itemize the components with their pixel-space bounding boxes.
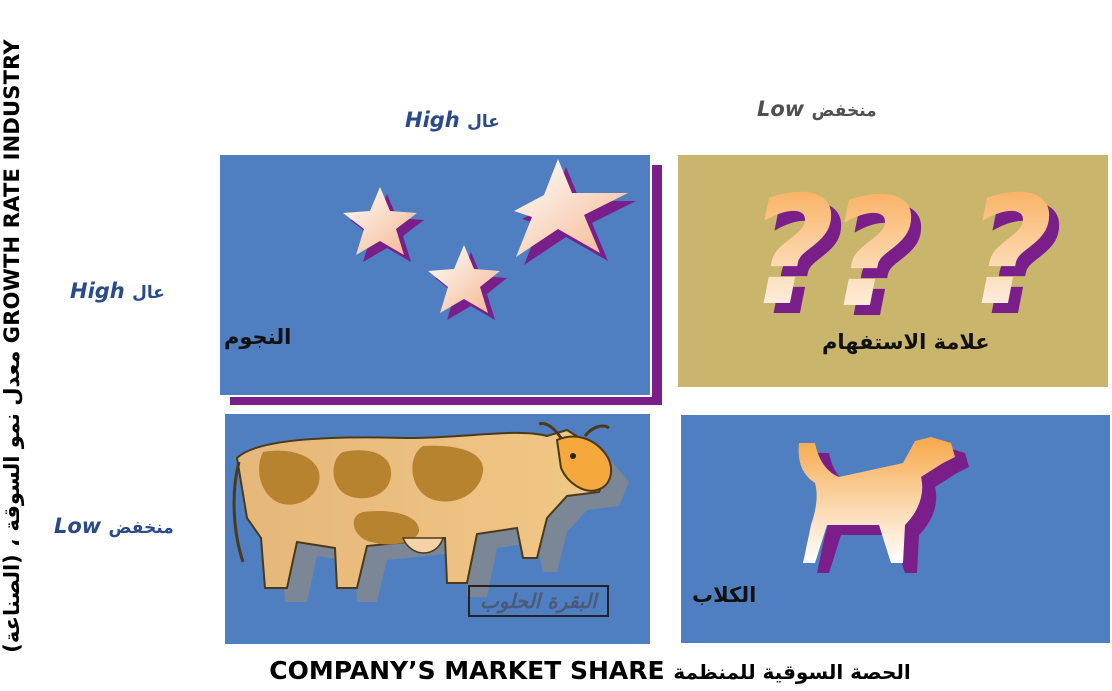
stars-label: النجوم [224, 325, 292, 349]
dog-illustration [798, 437, 969, 573]
column-header-high: High عال [405, 108, 500, 132]
question-mark-icon: ? [748, 165, 835, 339]
question-mark-icon: ? [838, 177, 925, 351]
row-header-low: Low منخفض [54, 514, 174, 538]
question-mark-icon: ? [966, 165, 1053, 339]
star-icon [514, 159, 636, 265]
vertical-axis-english: GROWTH RATE INDUSTRY [0, 39, 24, 344]
cash-cow-label: البقرة الحلوب [468, 585, 609, 617]
horizontal-axis-title: COMPANY’S MARKET SHARE الحصة السوقية للم… [160, 656, 1020, 685]
question-mark-icon: ? [758, 175, 845, 349]
column-header-low: Low منخفض [757, 97, 877, 121]
vertical-axis-arabic: معدل نمو السوقة ، (الصناعة) [0, 350, 24, 653]
stars-illustration [343, 159, 636, 320]
cow-illustration [232, 422, 629, 602]
cow-icon [232, 422, 629, 602]
question-mark-icon: ? [976, 175, 1063, 349]
vertical-axis-title: معدل نمو السوقة ، (الصناعة) GROWTH RATE … [0, 6, 40, 686]
question-marks-illustration: ? ? ? ? ? ? [748, 165, 1063, 351]
question-mark-icon: ? [828, 167, 915, 341]
row-header-high: High عال [70, 279, 165, 303]
dogs-label: الكلاب [692, 583, 757, 607]
horizontal-axis-english: COMPANY’S MARKET SHARE [269, 656, 665, 685]
question-marks-quadrant [676, 153, 1110, 389]
dog-icon [798, 437, 969, 573]
star-icon [343, 187, 424, 262]
question-marks-label: علامة الاستفهام [822, 330, 990, 354]
star-icon [428, 245, 507, 320]
horizontal-axis-arabic: الحصة السوقية للمنظمة [673, 660, 911, 684]
